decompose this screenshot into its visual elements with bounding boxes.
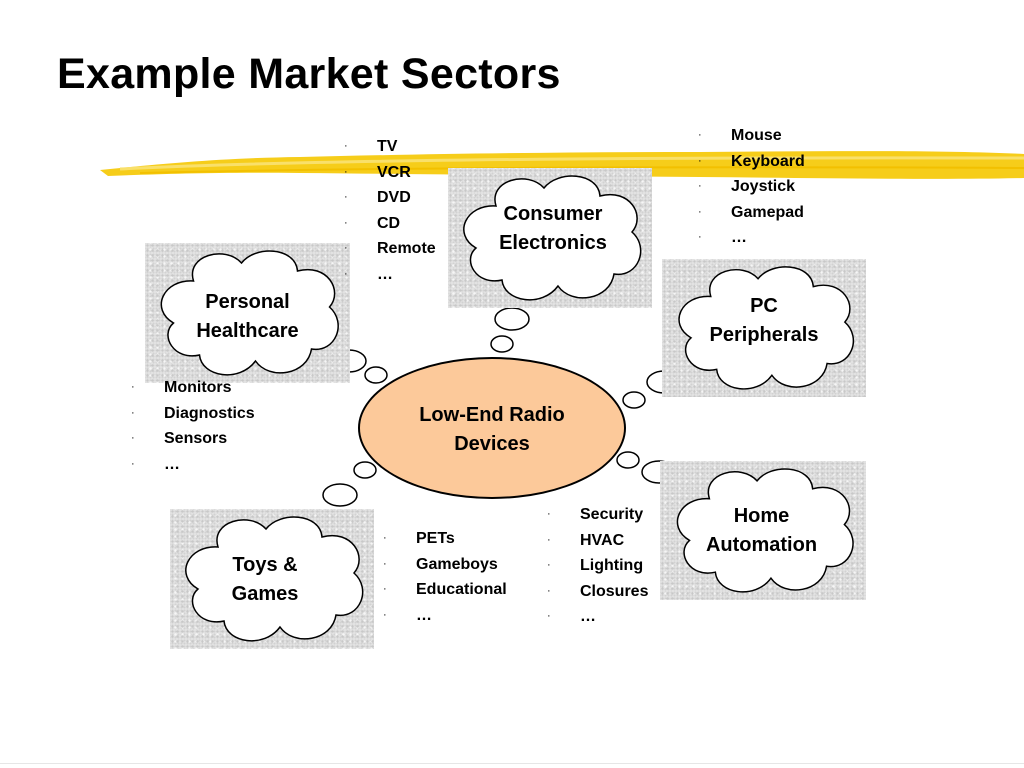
bullet-icon: · — [344, 140, 348, 152]
list-item: · CD — [344, 211, 436, 237]
list-item: · Joystick — [698, 174, 805, 200]
hub-label-line1: Low-End Radio — [419, 404, 565, 426]
cloud-label-line2: Peripherals — [709, 324, 819, 346]
bullet-icon: · — [547, 559, 551, 571]
cloud-label-line2: Electronics — [499, 232, 607, 254]
list-item-text: Gamepad — [731, 203, 804, 221]
cloud-label-line2: Automation — [705, 534, 818, 556]
list-item: · DVD — [344, 185, 436, 211]
cloud-label-line2: Healthcare — [196, 320, 299, 342]
cloud-pc-peripherals: PC Peripherals — [662, 259, 866, 397]
list-item: · Remote — [344, 236, 436, 262]
list-item-text: CD — [377, 214, 401, 232]
bullet-icon: · — [547, 610, 551, 622]
list-item: · TV — [344, 134, 436, 160]
list-item: ·… — [344, 262, 436, 288]
bullet-icon: · — [698, 231, 702, 243]
bullet-icon: · — [698, 205, 702, 218]
bullet-icon: · — [131, 406, 135, 419]
cloud-label-line1: Home — [733, 505, 790, 527]
bullet-icon: · — [698, 154, 702, 167]
list-item: · VCR — [344, 160, 436, 186]
list-item-text: Closures — [580, 582, 649, 600]
cloud-label-line2: Games — [231, 583, 299, 605]
list-item: · Security — [547, 502, 648, 528]
bullet-icon: · — [383, 532, 387, 544]
bullet-icon: · — [344, 267, 348, 280]
list-item-text: Keyboard — [731, 152, 805, 170]
list-item: · Closures — [547, 579, 648, 605]
list-item-text: Lighting — [580, 557, 644, 574]
cloud-personal-healthcare: Personal Healthcare — [145, 243, 350, 383]
bullet-icon: · — [547, 584, 551, 597]
bullet-icon: · — [131, 432, 135, 444]
list-item: ·… — [131, 452, 255, 478]
footer-divider — [0, 763, 1024, 764]
list-item: · Sensors — [131, 426, 255, 452]
bullet-icon: · — [383, 557, 387, 570]
list-item: · Keyboard — [698, 149, 805, 175]
list-item: · Diagnostics — [131, 401, 255, 427]
list-item: · HVAC — [547, 528, 648, 554]
list-home-automation: ·Security ·HVAC ·Lighting ·Closures ·… — [547, 502, 648, 630]
bullet-icon: · — [344, 242, 348, 254]
list-item-text: Diagnostics — [164, 404, 255, 422]
bullet-icon: · — [547, 508, 551, 520]
bullet-icon: · — [344, 165, 348, 178]
list-personal-healthcare: ·Monitors ·Diagnostics ·Sensors ·… — [131, 375, 255, 477]
hub-ellipse: Low-End Radio Devices — [358, 357, 626, 499]
hub-label-line2: Devices — [454, 433, 530, 455]
list-item-text: Security — [580, 506, 644, 523]
bullet-icon: · — [344, 216, 348, 229]
list-item-text: VCR — [377, 163, 411, 181]
cloud-consumer-electronics: Consumer Electronics — [448, 168, 652, 308]
list-item: ·… — [698, 225, 805, 251]
list-item: · PETs — [383, 526, 507, 552]
list-item-text: … — [377, 265, 393, 283]
list-item-text: DVD — [377, 189, 411, 206]
list-item-text: … — [580, 608, 596, 625]
bullet-icon: · — [698, 180, 702, 192]
list-item-text: … — [416, 606, 432, 624]
list-item: · Gamepad — [698, 200, 805, 226]
list-item-text: TV — [377, 138, 398, 155]
cloud-toys-games: Toys & Games — [170, 509, 374, 649]
bullet-icon: · — [383, 608, 387, 621]
highlighter-stroke — [100, 151, 1024, 179]
list-item-text: Monitors — [164, 379, 232, 396]
list-item: · Mouse — [698, 123, 805, 149]
list-item-text: Gameboys — [416, 555, 498, 573]
slide-title: Example Market Sectors — [57, 50, 561, 98]
list-item-text: HVAC — [580, 531, 625, 549]
list-item-text: PETs — [416, 530, 455, 547]
bullet-icon: · — [547, 533, 551, 546]
bullet-icon: · — [698, 129, 702, 141]
list-item: · Lighting — [547, 553, 648, 579]
bullet-icon: · — [131, 381, 135, 393]
cloud-label-line1: PC — [750, 295, 778, 317]
list-item: · Educational — [383, 577, 507, 603]
list-toys-games: ·PETs ·Gameboys ·Educational ·… — [383, 526, 507, 628]
cloud-label-line1: Personal — [205, 291, 290, 313]
bullet-icon: · — [344, 191, 348, 203]
list-item-text: Remote — [377, 240, 436, 257]
cloud-label-line1: Consumer — [503, 203, 603, 225]
bullet-icon: · — [131, 457, 135, 470]
list-item-text: Sensors — [164, 430, 228, 447]
list-item: ·… — [547, 604, 648, 630]
list-item-text: … — [164, 455, 180, 473]
list-item-text: Mouse — [731, 127, 782, 144]
list-consumer-electronics: ·TV ·VCR ·DVD ·CD ·Remote ·… — [344, 134, 436, 287]
cloud-label-line1: Toys & — [232, 554, 298, 576]
list-item: ·… — [383, 603, 507, 629]
list-item-text: Educational — [416, 581, 507, 598]
bullet-icon: · — [383, 583, 387, 595]
list-item-text: Joystick — [731, 178, 796, 195]
list-item: · Gameboys — [383, 552, 507, 578]
list-pc-peripherals: ·Mouse ·Keyboard ·Joystick ·Gamepad ·… — [698, 123, 805, 251]
cloud-home-automation: Home Automation — [660, 461, 866, 600]
list-item-text: … — [731, 229, 747, 246]
list-item: · Monitors — [131, 375, 255, 401]
